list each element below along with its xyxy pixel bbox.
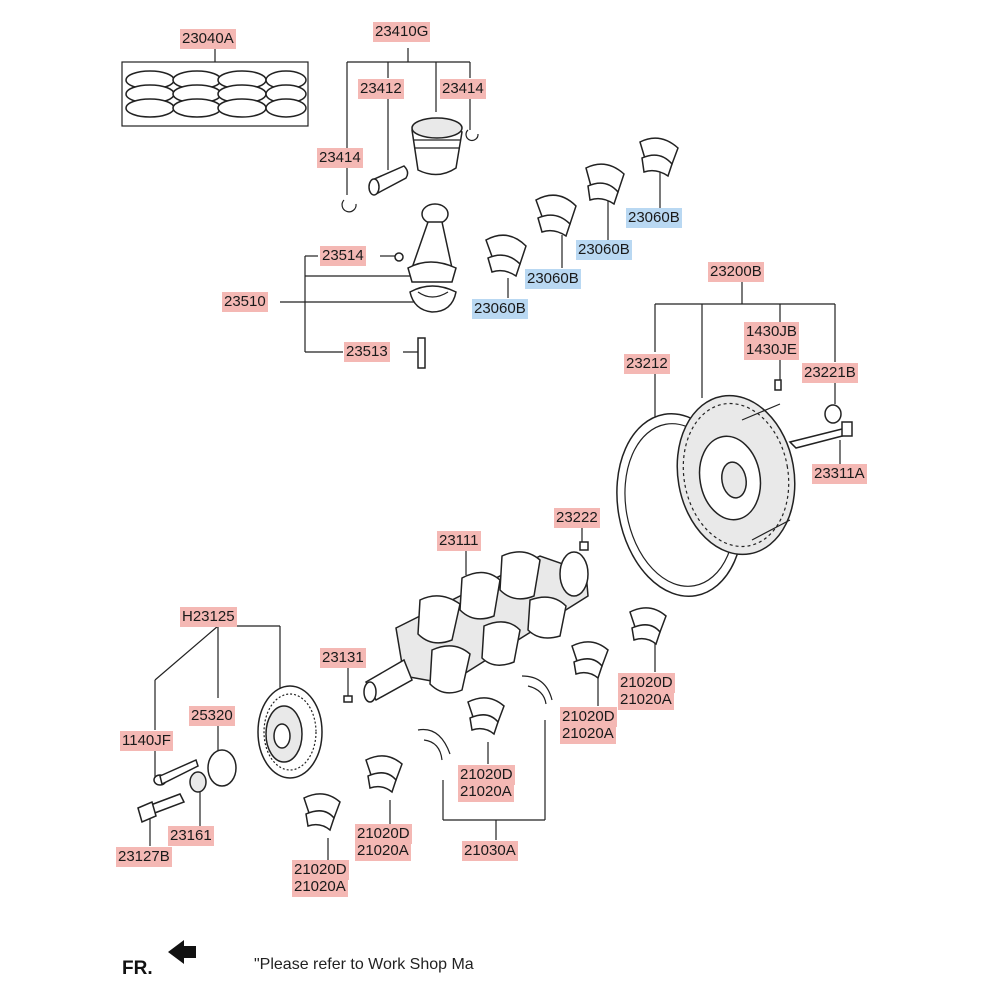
part-label-23060B: 23060B <box>472 299 528 319</box>
part-label-23060B: 23060B <box>626 208 682 228</box>
part-label-21020A: 21020A <box>292 877 348 897</box>
part-label-21030A: 21030A <box>462 841 518 861</box>
part-label-1430JB: 1430JB <box>744 322 799 342</box>
part-label-23311A: 23311A <box>812 464 867 484</box>
part-label-23131: 23131 <box>320 648 366 668</box>
part-label-21020D: 21020D <box>458 765 515 785</box>
piston <box>411 117 463 176</box>
piston-ring-set <box>121 61 309 127</box>
part-label-23510: 23510 <box>222 292 268 312</box>
main-bearings <box>303 607 667 832</box>
part-label-21020D: 21020D <box>292 860 349 880</box>
part-label-23412: 23412 <box>358 79 404 99</box>
part-label-23222: 23222 <box>554 508 600 528</box>
part-label-21020D: 21020D <box>618 673 675 693</box>
part-label-23410G: 23410G <box>373 22 431 42</box>
snap-rings <box>341 129 479 213</box>
part-label-23040A: 23040A <box>180 29 236 49</box>
part-label-23221B: 23221B <box>802 363 858 383</box>
part-label-23060B: 23060B <box>525 269 581 289</box>
part-label-23161: 23161 <box>168 826 214 846</box>
part-label-23200B: 23200B <box>708 262 764 282</box>
part-label-21020A: 21020A <box>560 724 616 744</box>
part-label-23127B: 23127B <box>116 847 172 867</box>
connecting-rod <box>394 203 457 369</box>
front-direction-label: FR. <box>122 958 153 979</box>
part-label-23514: 23514 <box>320 246 366 266</box>
conrod-bearings <box>485 137 679 278</box>
part-label-21020A: 21020A <box>355 841 411 861</box>
pulley-hub-and-bolts <box>137 749 237 824</box>
front-direction-arrow <box>168 940 196 964</box>
part-label-21020D: 21020D <box>355 824 412 844</box>
part-label-H23125: H23125 <box>180 607 237 627</box>
part-label-23513: 23513 <box>344 342 390 362</box>
part-label-23414: 23414 <box>317 148 363 168</box>
part-label-23212: 23212 <box>624 354 670 374</box>
part-label-23414: 23414 <box>440 79 486 99</box>
crankshaft <box>343 541 589 703</box>
part-label-23111: 23111 <box>437 531 481 551</box>
part-label-1430JE: 1430JE <box>744 340 799 360</box>
part-label-21020A: 21020A <box>618 690 674 710</box>
piston-pin <box>368 165 409 196</box>
part-label-23060B: 23060B <box>576 240 632 260</box>
part-label-1140JF: 1140JF <box>120 731 173 751</box>
part-label-21020D: 21020D <box>560 707 617 727</box>
part-label-21020A: 21020A <box>458 782 514 802</box>
footer-note: "Please refer to Work Shop Ma <box>254 956 474 973</box>
damper-pulley <box>257 685 323 779</box>
part-label-25320: 25320 <box>189 706 235 726</box>
flywheel <box>616 379 853 597</box>
leader-lines <box>149 48 841 860</box>
